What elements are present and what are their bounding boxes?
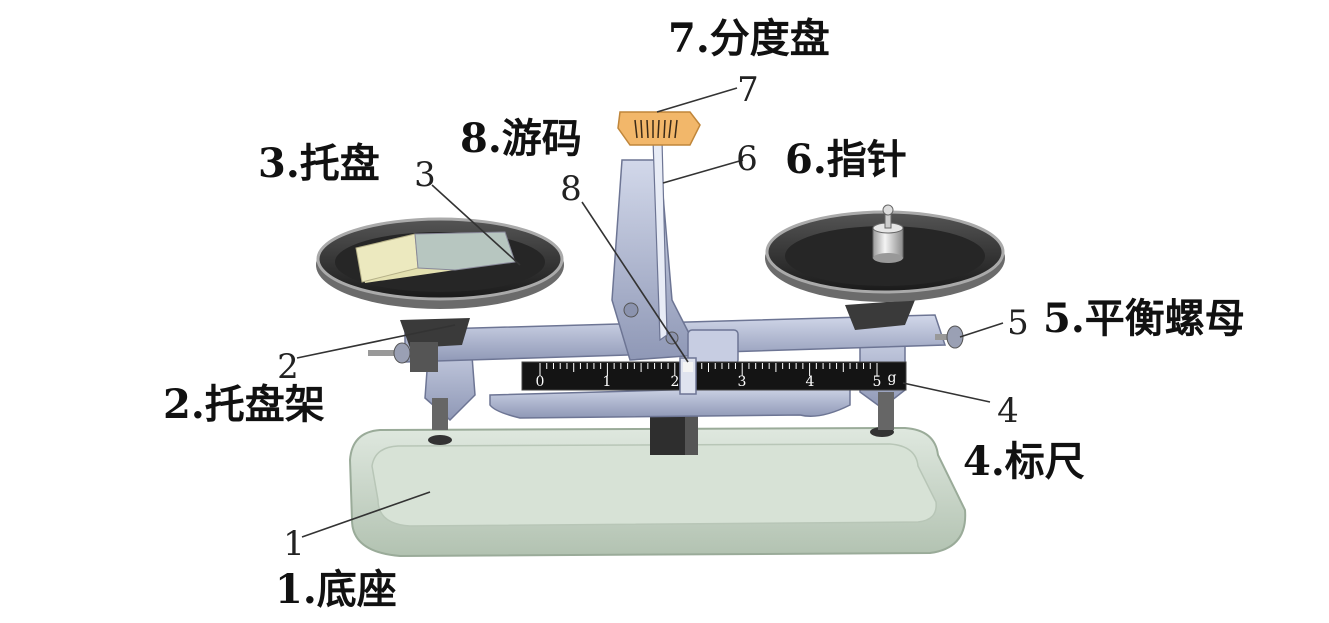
ruler-tick-label-2: 2 [671, 374, 680, 390]
left-pan [316, 217, 564, 309]
callout-number-7: 7 [737, 70, 759, 110]
leader-lines [296, 87, 1004, 538]
callout-number-3: 3 [414, 155, 436, 195]
ruler-tick-label-0: 0 [536, 374, 545, 390]
base [348, 405, 967, 558]
ruler-tick-label-4: 4 [806, 374, 815, 390]
leader-line-8 [581, 201, 689, 363]
ruler-unit-label: g [888, 370, 897, 386]
part-label-dial: 7.分度盘 [668, 15, 830, 62]
part-label-pointer: 6.指针 [785, 136, 907, 183]
leader-line-4 [902, 382, 991, 403]
ruler: 0 1 2 3 4 5 g [521, 361, 907, 391]
part-label-base: 1.底座 [275, 566, 397, 613]
right-pan-holder [845, 300, 964, 430]
ruler-tick-label-3: 3 [738, 374, 747, 390]
part-label-rider: 8.游码 [460, 115, 582, 162]
right-pan [765, 204, 1005, 302]
ruler-tick-label-1: 1 [603, 374, 612, 390]
callout-number-1: 1 [283, 524, 305, 564]
callout-number-6: 6 [736, 139, 758, 179]
ruler-tick-label-5: 5 [873, 374, 882, 390]
part-label-pan-holder: 2.托盘架 [163, 381, 325, 428]
callout-number-5: 5 [1007, 303, 1029, 343]
rider-slider [679, 357, 697, 395]
leader-line-5 [959, 322, 1004, 338]
leader-line-3 [431, 184, 521, 266]
callout-number-4: 4 [997, 391, 1019, 431]
ruler-minor-ticks [539, 363, 878, 376]
dial-plate [617, 111, 701, 146]
leader-line-2 [296, 324, 456, 359]
part-label-pan: 3.托盘 [258, 140, 380, 187]
leader-line-7 [656, 87, 738, 113]
callout-number-8: 8 [560, 169, 582, 209]
callout-number-2: 2 [277, 347, 299, 387]
part-label-ruler: 4.标尺 [963, 438, 1085, 485]
left-pan-holder [368, 318, 470, 430]
leader-line-1 [301, 491, 431, 538]
leader-line-6 [662, 159, 744, 184]
part-label-balance-nut: 5.平衡螺母 [1043, 295, 1245, 342]
